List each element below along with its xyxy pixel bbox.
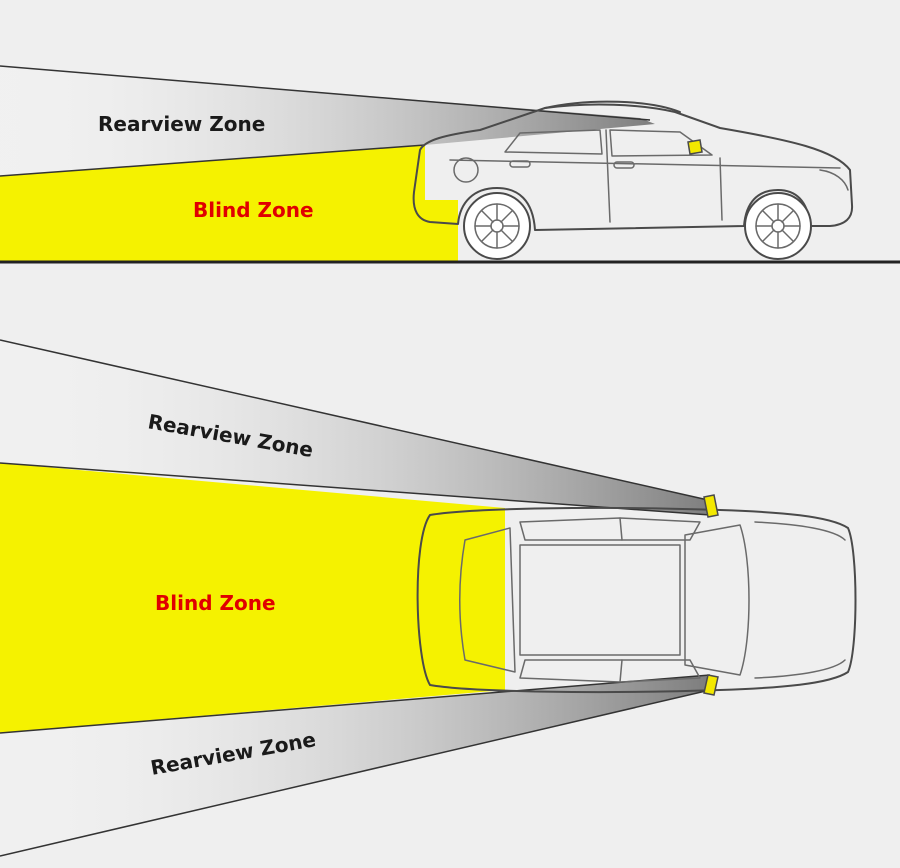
side-car-front-wheel bbox=[744, 192, 812, 260]
top-car-side-windows-upper bbox=[519, 517, 701, 541]
top-car-hood bbox=[754, 521, 846, 679]
side-car-door-line bbox=[605, 129, 611, 223]
side-car-door-line-2 bbox=[719, 157, 723, 221]
top-upper-beam-edge-top bbox=[0, 339, 709, 501]
top-blind-zone bbox=[0, 463, 505, 733]
side-beam-edge-top bbox=[0, 65, 651, 121]
top-blind-label: Blind Zone bbox=[155, 591, 276, 615]
top-car-pillar-upper bbox=[619, 517, 623, 541]
top-lower-beam-edge-bottom bbox=[0, 689, 711, 857]
top-car-roof bbox=[519, 544, 681, 656]
top-car-side-windows-lower bbox=[519, 659, 701, 683]
side-car bbox=[412, 100, 854, 260]
top-upper-beam-edge-bottom bbox=[0, 462, 711, 516]
side-car-mirror bbox=[687, 139, 703, 155]
side-beam-edge-bottom bbox=[0, 144, 426, 177]
side-car-headlight bbox=[819, 169, 849, 191]
top-rearview-zone-upper bbox=[0, 340, 715, 515]
top-rearview-zone-lower bbox=[0, 675, 710, 856]
side-car-roof-rack bbox=[544, 100, 681, 113]
side-car-door-handle bbox=[509, 160, 531, 168]
side-blind-label: Blind Zone bbox=[193, 198, 314, 222]
side-car-fuel-cap bbox=[453, 157, 479, 183]
top-car-mirror-left bbox=[703, 494, 719, 518]
top-car-body bbox=[416, 506, 857, 694]
top-view-panel: Rearview Zone Blind Zone Rearview Zone bbox=[0, 339, 857, 857]
top-car-mirror-right bbox=[703, 674, 719, 696]
top-car-rear-window bbox=[459, 527, 516, 673]
side-rearview-zone bbox=[0, 66, 655, 176]
top-car-pillar-lower bbox=[619, 659, 623, 683]
top-car-windshield bbox=[684, 524, 750, 676]
side-car-rear-wheel bbox=[463, 192, 531, 260]
side-view-panel: Rearview Zone Blind Zone bbox=[0, 0, 900, 262]
top-car bbox=[416, 494, 857, 696]
side-blind-zone bbox=[0, 145, 458, 262]
top-lower-beam-edge-top bbox=[0, 674, 711, 734]
side-car-door-handle-2 bbox=[613, 161, 635, 169]
side-rearview-label: Rearview Zone bbox=[98, 112, 265, 136]
side-car-windows bbox=[504, 129, 713, 157]
